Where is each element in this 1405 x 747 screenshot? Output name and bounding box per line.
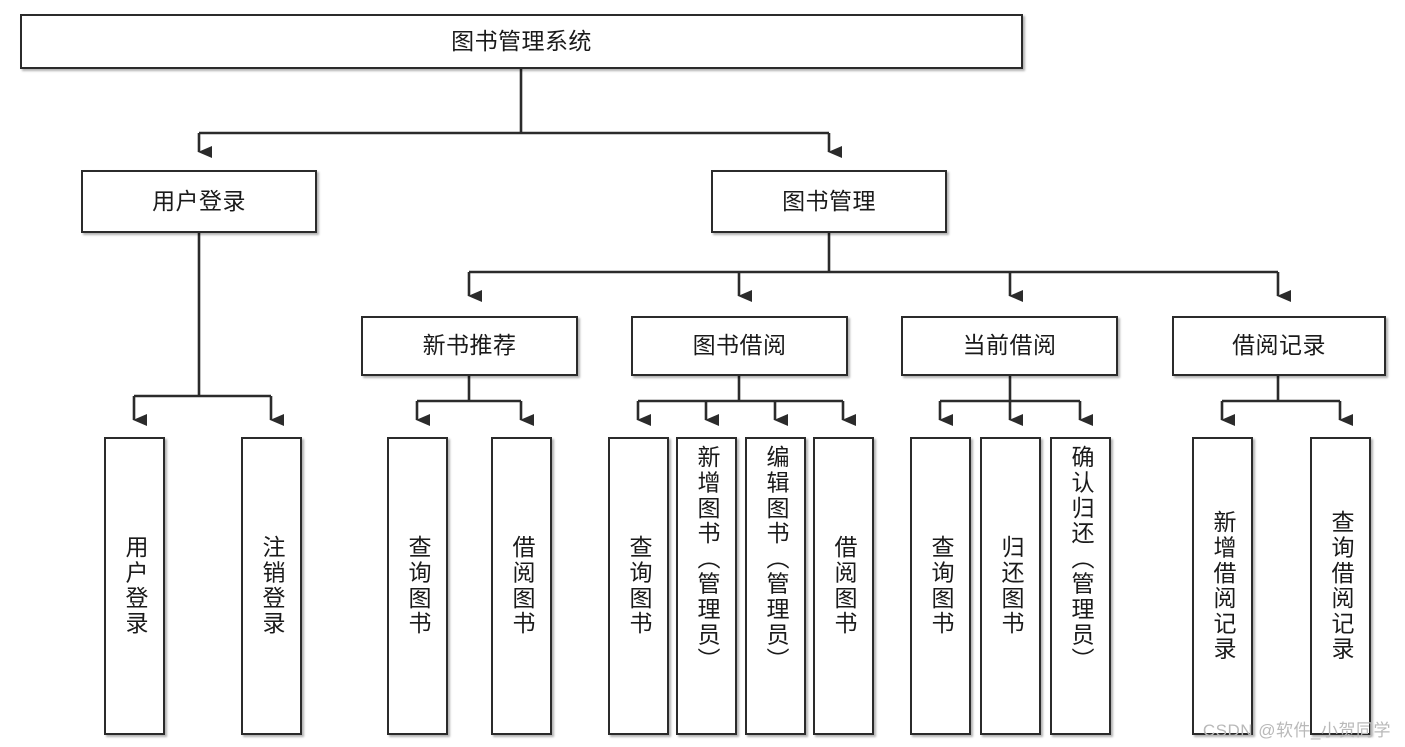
node-label: 用户登录 bbox=[122, 535, 148, 637]
node-new-book-recommend[interactable]: 新书推荐 bbox=[361, 316, 578, 376]
leaf-query-borrow-record[interactable]: 查询借阅记录 bbox=[1310, 437, 1371, 735]
leaf-logout[interactable]: 注销登录 bbox=[241, 437, 302, 735]
node-label: 注销登录 bbox=[259, 535, 285, 637]
node-current-borrow[interactable]: 当前借阅 bbox=[901, 316, 1118, 376]
node-user-login[interactable]: 用户登录 bbox=[81, 170, 317, 233]
leaf-query-book-recommend[interactable]: 查询图书 bbox=[387, 437, 448, 735]
leaf-return-book[interactable]: 归还图书 bbox=[980, 437, 1041, 735]
leaf-user-login[interactable]: 用户登录 bbox=[104, 437, 165, 735]
node-label: 新增借阅记录 bbox=[1210, 510, 1236, 662]
leaf-borrow-book-recommend[interactable]: 借阅图书 bbox=[491, 437, 552, 735]
node-label: 确认归还（管理员） bbox=[1068, 445, 1094, 673]
node-label: 查询图书 bbox=[626, 535, 652, 637]
node-borrow-record[interactable]: 借阅记录 bbox=[1172, 316, 1386, 376]
node-label: 借阅图书 bbox=[509, 535, 535, 637]
leaf-query-book-current[interactable]: 查询图书 bbox=[910, 437, 971, 735]
node-label: 新增图书（管理员） bbox=[694, 445, 720, 673]
leaf-confirm-return-admin[interactable]: 确认归还（管理员） bbox=[1050, 437, 1111, 735]
node-label: 当前借阅 bbox=[962, 332, 1057, 359]
node-label: 借阅图书 bbox=[831, 535, 857, 637]
node-label: 查询借阅记录 bbox=[1328, 510, 1354, 662]
node-label: 借阅记录 bbox=[1232, 332, 1326, 359]
node-book-borrow[interactable]: 图书借阅 bbox=[631, 316, 848, 376]
node-label: 用户登录 bbox=[152, 187, 246, 214]
node-root-system[interactable]: 图书管理系统 bbox=[20, 14, 1023, 69]
node-label: 编辑图书（管理员） bbox=[763, 445, 789, 673]
leaf-query-book-borrow[interactable]: 查询图书 bbox=[608, 437, 669, 735]
leaf-borrow-book[interactable]: 借阅图书 bbox=[813, 437, 874, 735]
leaf-add-borrow-record[interactable]: 新增借阅记录 bbox=[1192, 437, 1253, 735]
csdn-watermark: CSDN @软件_小贺同学 bbox=[1202, 721, 1391, 740]
node-label: 图书管理 bbox=[782, 187, 876, 214]
node-label: 新书推荐 bbox=[422, 332, 517, 359]
node-book-management[interactable]: 图书管理 bbox=[711, 170, 947, 233]
node-label: 查询图书 bbox=[405, 535, 431, 637]
node-label: 图书借阅 bbox=[692, 332, 787, 359]
node-label: 查询图书 bbox=[928, 535, 954, 637]
leaf-edit-book-admin[interactable]: 编辑图书（管理员） bbox=[745, 437, 806, 735]
node-label: 归还图书 bbox=[998, 535, 1024, 637]
node-label: 图书管理系统 bbox=[451, 27, 592, 54]
leaf-add-book-admin[interactable]: 新增图书（管理员） bbox=[676, 437, 737, 735]
